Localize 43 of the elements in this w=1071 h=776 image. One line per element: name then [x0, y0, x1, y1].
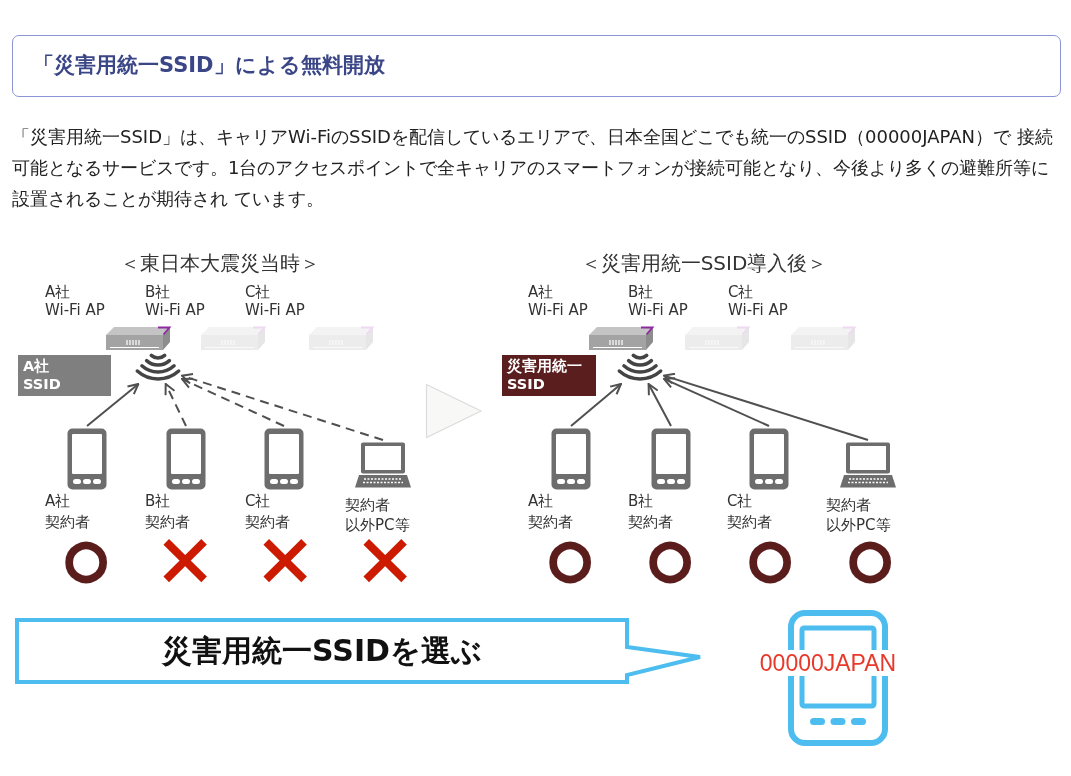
network-name: 00000JAPAN — [759, 650, 897, 676]
device-caption: 契約者以外PC等 — [345, 495, 411, 535]
device-caption: C社契約者 — [727, 491, 773, 533]
circle-mark: ○ — [849, 536, 892, 580]
circle-mark: ○ — [748, 536, 792, 580]
intro-paragraph: 「災害用統一SSID」は、キャリアWi-FiのSSIDを配信しているエリアで、日本全国どこでも統一のSSID（00000JAPAN）で 接続可能となるサービスです。1台のアクセスポイントで全キャリアのスマートフォンが接続可能となり、今後より多くの避難所等に設置されることが期待され ています。 — [12, 125, 1054, 211]
access-point-label: B社 Wi-Fi AP — [628, 283, 688, 319]
access-point-label: B社 Wi-Fi AP — [145, 283, 205, 319]
cross-mark: × — [255, 536, 315, 580]
circle-mark: ○ — [64, 536, 108, 580]
ssid-tag — [502, 355, 596, 396]
device-caption: 契約者以外PC等 — [826, 495, 892, 535]
dashed-arrow — [181, 373, 384, 441]
device-caption: B社契約者 — [145, 491, 191, 533]
device-caption: A社契約者 — [528, 491, 574, 533]
circle-mark: ○ — [548, 536, 592, 580]
device-caption: B社契約者 — [628, 491, 674, 533]
access-point-label: C社 Wi-Fi AP — [245, 283, 305, 319]
chevron-shape — [425, 383, 483, 439]
dashed-arrow — [164, 383, 187, 427]
access-point-label: C社 Wi-Fi AP — [728, 283, 788, 319]
ssid-tag — [18, 355, 111, 396]
dashed-arrow — [181, 377, 285, 427]
arrow — [663, 372, 869, 441]
ssid-name: A社 SSID — [23, 358, 61, 393]
arrow — [86, 383, 140, 427]
circle-mark: ○ — [648, 536, 692, 580]
cross-mark: × — [355, 536, 415, 580]
ssid-name: 災害用統一SSID — [507, 358, 583, 393]
wifi-signal-icon — [134, 352, 182, 384]
device-caption: C社契約者 — [245, 491, 291, 533]
arrow — [570, 383, 622, 427]
wifi-signal-icon — [616, 352, 664, 384]
arrow — [663, 377, 770, 427]
device-caption: A社契約者 — [45, 491, 91, 533]
callout-text: 災害用統一SSIDを選ぶ — [162, 632, 482, 670]
access-point-label: A社 Wi-Fi AP — [528, 283, 588, 319]
arrow — [647, 383, 672, 427]
access-point-label: A社 Wi-Fi AP — [45, 283, 105, 319]
cross-mark: × — [155, 536, 215, 580]
panel-heading: ＜東日本大震災当時＞ — [120, 250, 320, 277]
panel-heading: ＜災害用統一SSID導入後＞ — [580, 250, 828, 277]
page-title: 「災害用統一SSID」による無料開放 — [33, 52, 385, 79]
